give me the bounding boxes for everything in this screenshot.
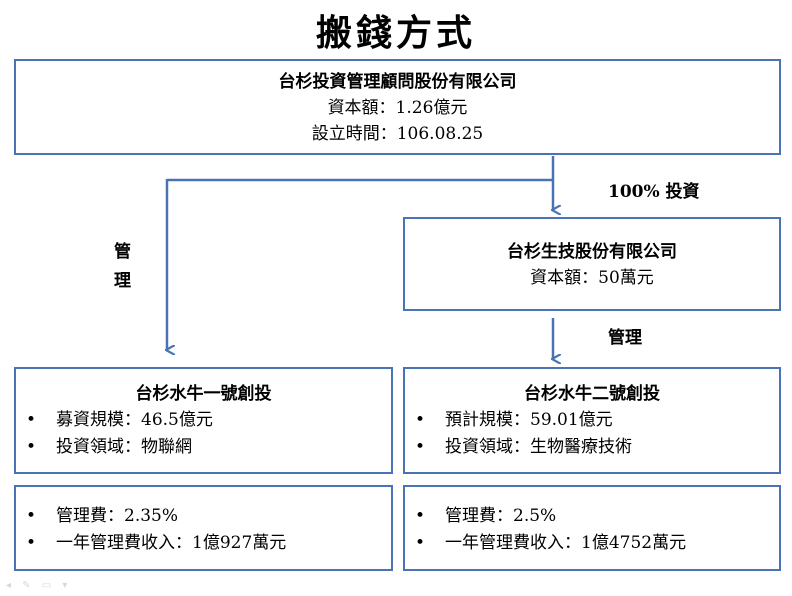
fund2-fee-item: 管理費：2.5% bbox=[405, 503, 779, 530]
label-invest: 100% 投資 bbox=[608, 182, 700, 202]
parent-company-box: 台杉投資管理顧問股份有限公司 資本額：1.26億元 設立時間：106.08.25 bbox=[14, 59, 781, 155]
label-manage-left-2: 理 bbox=[114, 271, 131, 291]
label-manage-right: 管理 bbox=[608, 328, 642, 348]
subsidiary-company-name: 台杉生技股份有限公司 bbox=[507, 242, 677, 262]
fund1-detail-item: 募資規模：46.5億元 bbox=[16, 407, 391, 434]
slide-controls-icon[interactable]: ◂ ✎ ▭ ▾ bbox=[6, 580, 72, 591]
fund1-fee-item: 一年管理費收入：1億927萬元 bbox=[16, 530, 391, 557]
fund2-details: 預計規模：59.01億元 投資領域：生物醫療技術 bbox=[405, 407, 779, 461]
fund2-fee-box: 管理費：2.5% 一年管理費收入：1億4752萬元 bbox=[403, 485, 781, 571]
fund1-fees: 管理費：2.35% 一年管理費收入：1億927萬元 bbox=[16, 503, 391, 557]
parent-company-capital: 資本額：1.26億元 bbox=[327, 98, 468, 118]
parent-company-name: 台杉投資管理顧問股份有限公司 bbox=[278, 72, 517, 92]
fund2-name: 台杉水牛二號創投 bbox=[524, 384, 660, 404]
fund1-fee-box: 管理費：2.35% 一年管理費收入：1億927萬元 bbox=[14, 485, 393, 571]
page-title: 搬錢方式 bbox=[315, 13, 476, 54]
parent-company-established: 設立時間：106.08.25 bbox=[311, 124, 484, 144]
subsidiary-company-box: 台杉生技股份有限公司 資本額：50萬元 bbox=[403, 217, 781, 311]
subsidiary-company-capital: 資本額：50萬元 bbox=[530, 268, 654, 288]
fund1-detail-item: 投資領域：物聯網 bbox=[16, 434, 391, 461]
fund2-detail-item: 投資領域：生物醫療技術 bbox=[405, 434, 779, 461]
fund2-fee-item: 一年管理費收入：1億4752萬元 bbox=[405, 530, 779, 557]
fund2-detail-item: 預計規模：59.01億元 bbox=[405, 407, 779, 434]
fund2-box: 台杉水牛二號創投 預計規模：59.01億元 投資領域：生物醫療技術 bbox=[403, 367, 781, 474]
fund1-fee-item: 管理費：2.35% bbox=[16, 503, 391, 530]
label-manage-left-1: 管 bbox=[114, 242, 131, 262]
fund1-details: 募資規模：46.5億元 投資領域：物聯網 bbox=[16, 407, 391, 461]
fund1-box: 台杉水牛一號創投 募資規模：46.5億元 投資領域：物聯網 bbox=[14, 367, 393, 474]
fund1-name: 台杉水牛一號創投 bbox=[135, 384, 272, 404]
fund2-fees: 管理費：2.5% 一年管理費收入：1億4752萬元 bbox=[405, 503, 779, 557]
